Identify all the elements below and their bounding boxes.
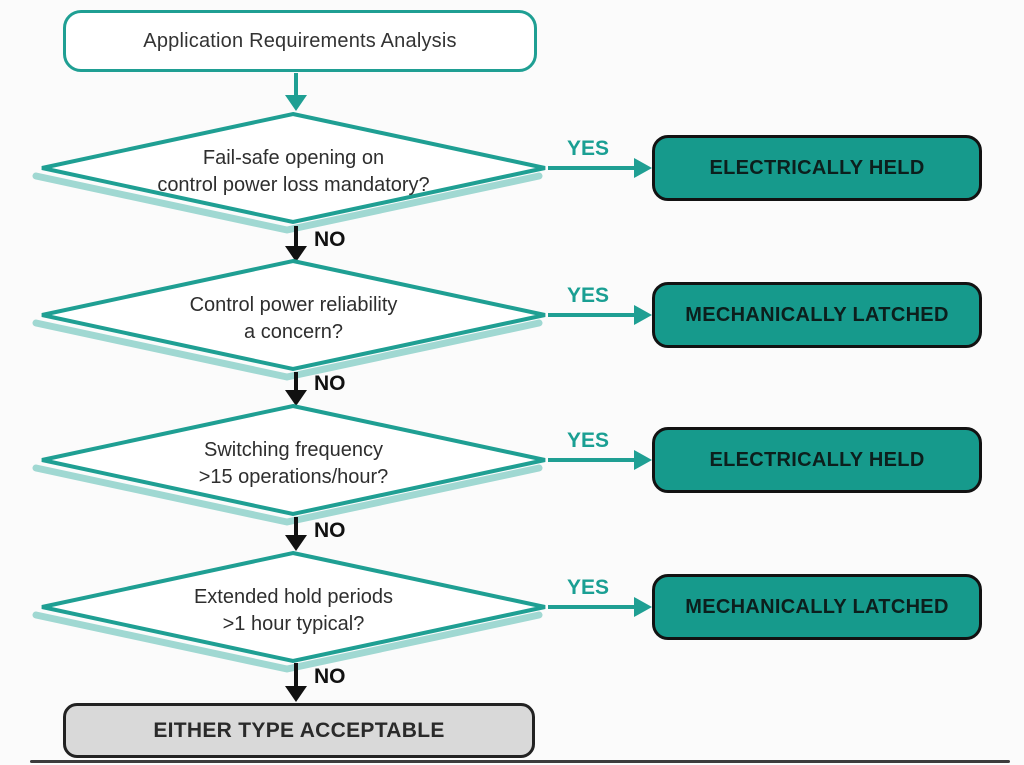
result-2-label: MECHANICALLY LATCHED [685, 303, 949, 326]
decision-1-yes-label: YES [566, 137, 610, 160]
decision-4-no-label: NO [314, 665, 346, 688]
decision-4-question-line2: >1 hour typical? [222, 613, 365, 635]
decision-2-no-arrow-down-icon [285, 390, 307, 406]
decision-3-diamond-shape [32, 403, 546, 526]
decision-1-question-line1: Fail-safe opening on [202, 147, 385, 169]
decision-3-question-line1: Switching frequency [204, 439, 383, 461]
result-2-node: MECHANICALLY LATCHED [652, 282, 982, 348]
decision-4-yes-arrow-right-icon [634, 597, 652, 617]
decision-3-yes-arrow-right-icon [634, 450, 652, 470]
decision-2-question: Control power reliability a concern? [36, 257, 551, 381]
decision-3-no-label: NO [314, 519, 346, 542]
decision-2-diamond: Control power reliability a concern? [32, 257, 551, 381]
decision-3-no-arrow-line [294, 517, 298, 535]
result-4-label: MECHANICALLY LATCHED [685, 595, 949, 618]
decision-1-yes-arrow-right-icon [634, 158, 652, 178]
decision-2-yes-label: YES [566, 284, 610, 307]
decision-4-yes-arrow-line [548, 605, 634, 609]
decision-2-question-line1: Control power reliability [189, 294, 398, 316]
decision-1-no-arrow-line [294, 226, 298, 246]
decision-3-yes-label: YES [566, 429, 610, 452]
decision-2-no-label: NO [314, 372, 346, 395]
result-3-node: ELECTRICALLY HELD [652, 427, 982, 493]
decision-1-no-arrow-down-icon [285, 246, 307, 262]
end-node: EITHER TYPE ACCEPTABLE [63, 703, 535, 758]
start-arrow-line [294, 73, 298, 95]
decision-1-diamond-shape [32, 111, 546, 234]
decision-3-no-arrow-down-icon [285, 535, 307, 551]
decision-1-question: Fail-safe opening on control power loss … [36, 110, 551, 234]
decision-1-yes-arrow-line [548, 166, 634, 170]
result-1-label: ELECTRICALLY HELD [709, 156, 925, 179]
decision-4-no-arrow-down-icon [285, 686, 307, 702]
decision-1-diamond: Fail-safe opening on control power loss … [32, 110, 551, 234]
decision-4-question: Extended hold periods >1 hour typical? [36, 549, 551, 673]
start-arrow-down-icon [285, 95, 307, 111]
decision-3-yes-arrow-line [548, 458, 634, 462]
decision-1-no-label: NO [314, 228, 346, 251]
decision-2-yes-arrow-line [548, 313, 634, 317]
decision-4-no-arrow-line [294, 663, 298, 686]
bottom-divider [30, 760, 1010, 763]
decision-4-diamond-shape [32, 550, 546, 673]
result-4-node: MECHANICALLY LATCHED [652, 574, 982, 640]
decision-3-question: Switching frequency >15 operations/hour? [36, 402, 551, 526]
decision-1-question-line2: control power loss mandatory? [157, 174, 430, 196]
result-3-label: ELECTRICALLY HELD [709, 448, 925, 471]
decision-2-diamond-shape [32, 258, 546, 381]
start-node: Application Requirements Analysis [63, 10, 537, 72]
decision-4-question-line1: Extended hold periods [193, 586, 394, 608]
decision-2-yes-arrow-right-icon [634, 305, 652, 325]
decision-4-diamond: Extended hold periods >1 hour typical? [32, 549, 551, 673]
decision-4-yes-label: YES [566, 576, 610, 599]
end-node-label: EITHER TYPE ACCEPTABLE [153, 718, 445, 742]
decision-2-no-arrow-line [294, 372, 298, 390]
start-node-label: Application Requirements Analysis [143, 29, 457, 52]
decision-3-question-line2: >15 operations/hour? [198, 466, 389, 488]
result-1-node: ELECTRICALLY HELD [652, 135, 982, 201]
decision-2-question-line2: a concern? [244, 321, 343, 343]
decision-3-diamond: Switching frequency >15 operations/hour? [32, 402, 551, 526]
